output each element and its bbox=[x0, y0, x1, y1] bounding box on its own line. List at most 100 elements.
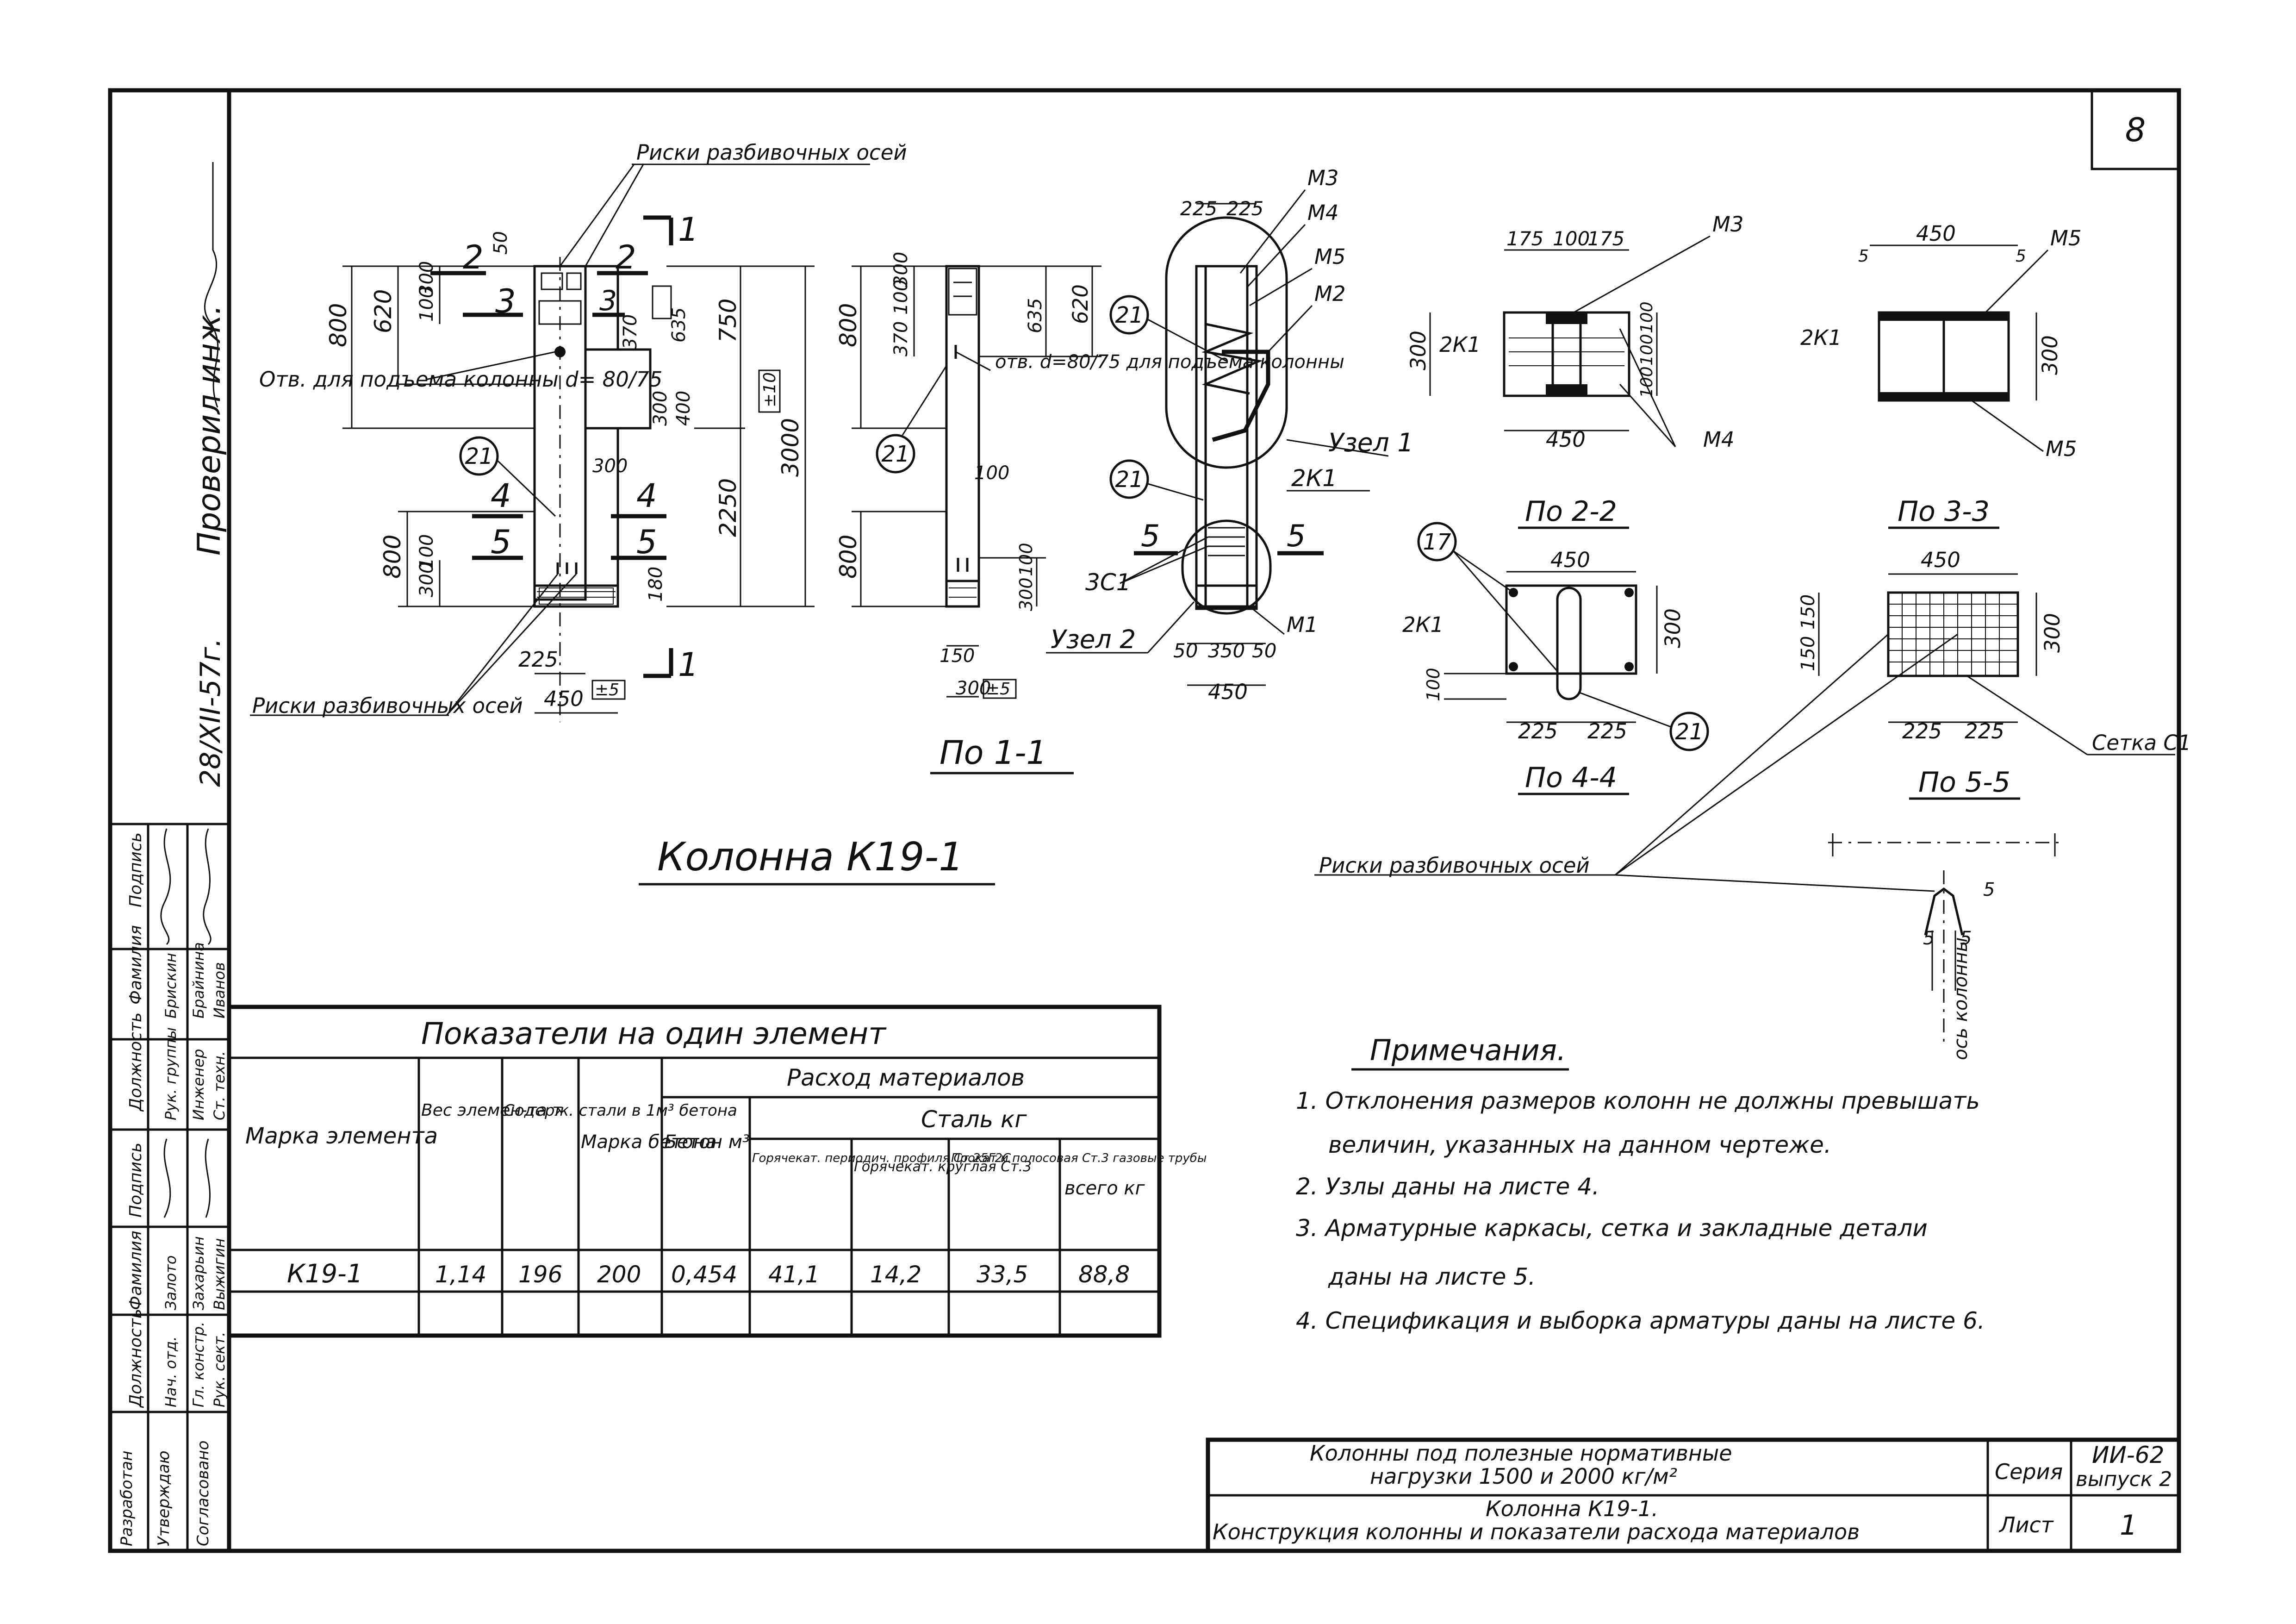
sheet-frame bbox=[108, 88, 2181, 1553]
svg-text:100: 100 bbox=[416, 534, 437, 569]
svg-text:150: 150 bbox=[1798, 636, 1819, 671]
svg-text:300: 300 bbox=[592, 456, 628, 477]
svg-text:2250: 2250 bbox=[715, 478, 741, 537]
svg-text:Горячекат. периодич. профиля С: Горячекат. периодич. профиля Ст.25Г2С bbox=[752, 1151, 1011, 1165]
svg-text:Бетон м³: Бетон м³ bbox=[664, 1131, 750, 1153]
axis-detail: 5 5 5 ось колонны Риски разбивочных осей bbox=[1314, 633, 2060, 1060]
section-5-5: 450 150 150 300 225 225 Сетка С1 По 5-5 bbox=[1798, 548, 2191, 800]
svg-text:370: 370 bbox=[620, 314, 641, 350]
reinforcement-cage: 225 225 50 350 50 450 М3 М4 М5 М2 Узел 1… bbox=[1046, 166, 1413, 704]
svg-text:3С1: 3С1 bbox=[1085, 569, 1131, 596]
svg-text:Брайнина: Брайнина bbox=[190, 942, 207, 1018]
svg-text:Содерж. стали в 1м³ бетона: Содерж. стали в 1м³ бетона bbox=[504, 1101, 737, 1120]
column-elevation: 1 1 2 2 3 3 4 4 5 5 800 620 300 100 50 8… bbox=[250, 140, 907, 722]
svg-text:800: 800 bbox=[379, 535, 406, 579]
svg-text:1,14: 1,14 bbox=[435, 1261, 486, 1288]
svg-text:5: 5 bbox=[1287, 519, 1306, 554]
svg-text:Нач. отд.: Нач. отд. bbox=[162, 1337, 180, 1407]
svg-text:Ст. техн.: Ст. техн. bbox=[211, 1051, 228, 1120]
svg-text:196: 196 bbox=[518, 1261, 562, 1288]
svg-text:300: 300 bbox=[2038, 335, 2062, 375]
svg-text:300: 300 bbox=[416, 261, 437, 296]
svg-text:Сетка С1: Сетка С1 bbox=[2092, 731, 2191, 755]
svg-text:отв. d=80/75 для подъема колон: отв. d=80/75 для подъема колонны bbox=[995, 351, 1344, 373]
svg-text:1: 1 bbox=[678, 211, 699, 249]
svg-text:Согласовано: Согласовано bbox=[194, 1441, 212, 1546]
svg-text:Расход материалов: Расход материалов bbox=[787, 1064, 1025, 1091]
svg-text:300: 300 bbox=[416, 562, 437, 597]
section-title-1-1: По 1-1 bbox=[940, 734, 1047, 772]
svg-text:Горячекат. круглая Ст.3: Горячекат. круглая Ст.3 bbox=[854, 1159, 1032, 1175]
svg-text:21: 21 bbox=[1115, 302, 1143, 328]
svg-text:17: 17 bbox=[1423, 529, 1451, 555]
svg-text:225: 225 bbox=[1587, 719, 1627, 743]
svg-text:100: 100 bbox=[1637, 301, 1656, 333]
svg-text:Рук. группы: Рук. группы bbox=[162, 1027, 180, 1120]
svg-text:300: 300 bbox=[1016, 577, 1036, 611]
svg-text:14,2: 14,2 bbox=[870, 1261, 921, 1288]
svg-text:21: 21 bbox=[1115, 467, 1143, 493]
svg-text:225: 225 bbox=[1226, 197, 1263, 220]
svg-text:21: 21 bbox=[881, 441, 909, 467]
svg-text:350: 350 bbox=[1208, 639, 1245, 662]
svg-text:88,8: 88,8 bbox=[1078, 1261, 1130, 1288]
svg-text:М5: М5 bbox=[1314, 244, 1345, 269]
svg-text:5: 5 bbox=[1141, 519, 1160, 554]
svg-text:225: 225 bbox=[1965, 719, 2004, 743]
svg-text:Утверждаю: Утверждаю bbox=[155, 1450, 173, 1546]
svg-text:3: 3 bbox=[495, 282, 516, 320]
svg-text:450: 450 bbox=[1916, 221, 1956, 246]
svg-text:180: 180 bbox=[645, 567, 666, 602]
svg-text:Подпись: Подпись bbox=[126, 1143, 145, 1218]
svg-text:400: 400 bbox=[673, 391, 694, 426]
svg-text:По 4-4: По 4-4 bbox=[1525, 762, 1617, 794]
svg-text:300: 300 bbox=[1406, 331, 1431, 370]
svg-text:0,454: 0,454 bbox=[671, 1261, 737, 1288]
svg-text:800: 800 bbox=[325, 303, 352, 347]
svg-text:Брискин: Брискин bbox=[162, 953, 180, 1018]
svg-text:Конструкция колонны и показате: Конструкция колонны и показатели расхода… bbox=[1213, 1519, 1860, 1544]
svg-text:150: 150 bbox=[1798, 594, 1819, 630]
svg-text:225: 225 bbox=[1180, 197, 1217, 220]
svg-text:Фамилия: Фамилия bbox=[126, 925, 145, 1005]
svg-text:М3: М3 bbox=[1712, 212, 1743, 237]
svg-text:50: 50 bbox=[1173, 639, 1198, 662]
svg-text:450: 450 bbox=[1208, 680, 1248, 704]
svg-text:Узел 2: Узел 2 bbox=[1051, 625, 1136, 654]
svg-text:2К1: 2К1 bbox=[1439, 332, 1481, 357]
svg-text:величин, указанных на данном ч: величин, указанных на данном чертеже. bbox=[1328, 1131, 1831, 1158]
svg-text:Сталь кг: Сталь кг bbox=[921, 1106, 1027, 1133]
svg-text:Риски разбивочных осей: Риски разбивочных осей bbox=[252, 693, 523, 718]
svg-text:±10: ±10 bbox=[760, 372, 779, 407]
svg-text:100: 100 bbox=[890, 280, 912, 315]
svg-text:1: 1 bbox=[678, 646, 699, 684]
svg-text:175: 175 bbox=[1506, 227, 1543, 250]
svg-text:21: 21 bbox=[465, 443, 493, 469]
sheet-number: 8 bbox=[2125, 111, 2146, 149]
svg-text:620: 620 bbox=[370, 289, 397, 333]
svg-text:800: 800 bbox=[835, 303, 862, 347]
sheet-number-box bbox=[2091, 89, 2180, 170]
svg-text:100: 100 bbox=[1016, 543, 1036, 576]
svg-text:нагрузки 1500 и 2000 кг/м²: нагрузки 1500 и 2000 кг/м² bbox=[1370, 1464, 1677, 1489]
svg-text:620: 620 bbox=[1068, 284, 1093, 324]
svg-text:Колонна К19-1.: Колонна К19-1. bbox=[1486, 1496, 1658, 1521]
svg-text:Примечания.: Примечания. bbox=[1370, 1033, 1566, 1067]
title-block: Колонны под полезные нормативные нагрузк… bbox=[1206, 1437, 2181, 1553]
svg-text:М4: М4 bbox=[1307, 200, 1338, 225]
svg-text:4: 4 bbox=[636, 477, 657, 515]
svg-text:300: 300 bbox=[2040, 613, 2065, 653]
section-2-2: 175 100 175 450 300 100 100 100 М3 2К1 М… bbox=[1406, 212, 1743, 529]
svg-text:Подпись: Подпись bbox=[126, 832, 145, 907]
svg-text:Прокат и полосовая Ст.3 газовы: Прокат и полосовая Ст.3 газовые трубы bbox=[951, 1151, 1207, 1165]
indicators-table: Показатели на один элемент Марка элемент… bbox=[227, 1005, 1207, 1338]
svg-text:2: 2 bbox=[463, 238, 484, 276]
svg-text:5: 5 bbox=[1858, 247, 1869, 266]
svg-text:М1: М1 bbox=[1287, 612, 1318, 637]
svg-text:Инженер: Инженер bbox=[190, 1049, 207, 1120]
svg-text:50: 50 bbox=[490, 231, 511, 255]
svg-text:300: 300 bbox=[956, 678, 991, 699]
svg-text:21: 21 bbox=[1675, 719, 1703, 745]
svg-text:Залото: Залото bbox=[162, 1255, 180, 1310]
